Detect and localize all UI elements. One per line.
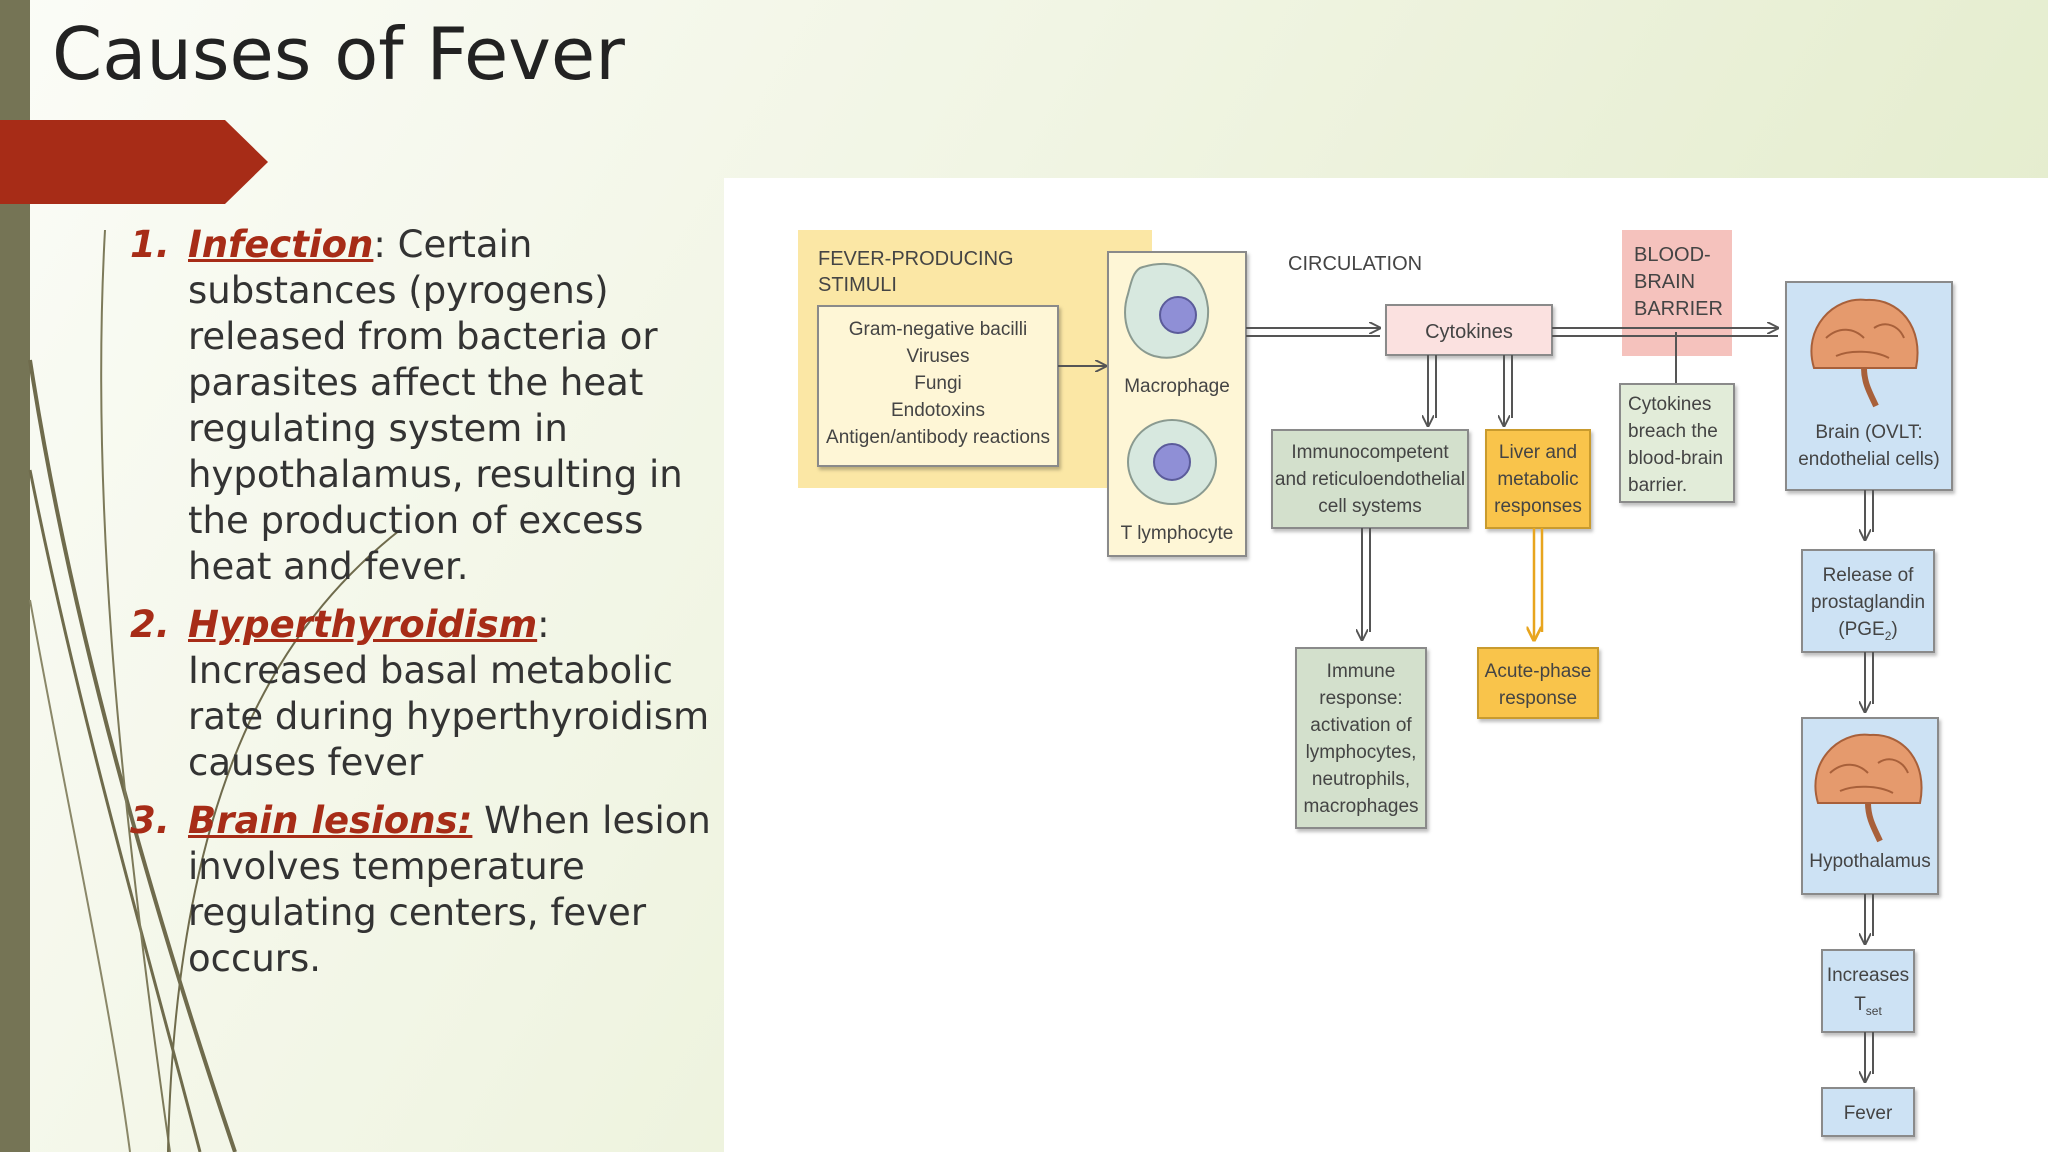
stimulus-item: Viruses bbox=[906, 346, 969, 367]
stimulus-item: Gram-negative bacilli bbox=[849, 319, 1027, 340]
circulation-label: CIRCULATION bbox=[1288, 253, 1422, 275]
cytokines-box bbox=[1385, 304, 1553, 356]
pge-line: Release of bbox=[1823, 565, 1915, 586]
liver-line: metabolic bbox=[1497, 469, 1578, 490]
item-text: Certain substances (pyrogens) released f… bbox=[188, 223, 683, 588]
cause-item-infection: 1. Infection: Certain substances (pyrogen… bbox=[130, 222, 720, 590]
fever-box bbox=[1821, 1087, 1915, 1137]
macrophage-nucleus-icon bbox=[1159, 296, 1197, 334]
breach-line: breach the bbox=[1628, 421, 1718, 442]
stimuli-title-line2: STIMULI bbox=[818, 274, 897, 296]
increases-tset-box bbox=[1821, 949, 1915, 1033]
acute-phase-box bbox=[1477, 647, 1599, 719]
increases-label: Increases bbox=[1827, 965, 1909, 986]
breach-line: barrier. bbox=[1628, 475, 1687, 496]
bbb-label-line1: BLOOD- bbox=[1634, 244, 1711, 266]
item-number: 1. bbox=[130, 223, 170, 266]
item-separator: : bbox=[537, 603, 550, 646]
acute-phase-line: Acute-phase bbox=[1485, 661, 1592, 682]
immunocompetent-line: cell systems bbox=[1318, 496, 1421, 517]
immunocompetent-line: and reticuloendothelial bbox=[1275, 469, 1465, 490]
stimulus-item: Endotoxins bbox=[891, 400, 985, 421]
tset-label: Tset bbox=[1854, 994, 1882, 1018]
immune-response-line: neutrophils, bbox=[1312, 769, 1410, 790]
cytokines-label: Cytokines bbox=[1425, 321, 1513, 343]
item-term: Infection bbox=[188, 223, 374, 266]
t-lymphocyte-nucleus-icon bbox=[1153, 443, 1191, 481]
prostaglandin-box bbox=[1801, 549, 1935, 653]
fever-pathway-panel: FEVER-PRODUCING STIMULI Gram-negative ba… bbox=[724, 178, 2048, 1152]
liver-line: Liver and bbox=[1499, 442, 1577, 463]
t-lymphocyte-label: T lymphocyte bbox=[1121, 523, 1234, 544]
item-separator: : bbox=[373, 223, 386, 266]
pge-line: prostaglandin bbox=[1811, 592, 1925, 613]
item-number: 2. bbox=[130, 603, 170, 646]
stimulus-item: Fungi bbox=[914, 373, 962, 394]
item-term: Hyperthyroidism bbox=[188, 603, 538, 646]
cytokines-breach-box bbox=[1619, 383, 1735, 503]
pge-line: (PGE2) bbox=[1838, 619, 1897, 643]
immune-response-line: lymphocytes, bbox=[1306, 742, 1417, 763]
cause-item-hyperthyroidism: 2. Hyperthyroidism: Increased basal metab… bbox=[130, 602, 720, 786]
stimuli-list-box bbox=[817, 305, 1059, 467]
cause-item-brain-lesions: 3. Brain lesions: When lesion involves te… bbox=[130, 798, 720, 982]
immune-response-line: Immune bbox=[1327, 661, 1396, 682]
item-number: 3. bbox=[130, 799, 170, 842]
immune-response-line: macrophages bbox=[1303, 796, 1418, 817]
slide-title: Causes of Fever bbox=[52, 12, 625, 96]
fever-label: Fever bbox=[1844, 1103, 1893, 1124]
immune-response-line: activation of bbox=[1310, 715, 1412, 736]
liver-metabolic-box bbox=[1485, 429, 1591, 529]
breach-line: Cytokines bbox=[1628, 394, 1711, 415]
liver-line: responses bbox=[1494, 496, 1582, 517]
item-text: When lesion involves temperature regulat… bbox=[188, 799, 711, 980]
brain-label-line1: Brain (OVLT: bbox=[1815, 422, 1922, 443]
bbb-label-line2: BRAIN bbox=[1634, 271, 1695, 293]
causes-list: 1. Infection: Certain substances (pyrogen… bbox=[130, 222, 720, 994]
immunocompetent-line: Immunocompetent bbox=[1291, 442, 1449, 463]
breach-line: blood-brain bbox=[1628, 448, 1723, 469]
brain-icon bbox=[1810, 298, 1919, 408]
item-text: Increased basal metabolic rate during hy… bbox=[188, 649, 710, 784]
acute-phase-line: response bbox=[1499, 688, 1577, 709]
stimuli-title-line1: FEVER-PRODUCING bbox=[818, 248, 1014, 270]
immune-response-line: response: bbox=[1319, 688, 1402, 709]
hypothalamus-label: Hypothalamus bbox=[1809, 851, 1930, 872]
red-arrow-banner bbox=[0, 120, 268, 204]
brain-label-line2: endothelial cells) bbox=[1798, 449, 1940, 470]
bbb-label-line3: BARRIER bbox=[1634, 298, 1723, 320]
item-term: Brain lesions: bbox=[188, 799, 473, 842]
fever-pathway-diagram: FEVER-PRODUCING STIMULI Gram-negative ba… bbox=[798, 230, 1953, 1137]
macrophage-label: Macrophage bbox=[1124, 376, 1230, 397]
immune-response-box bbox=[1295, 647, 1427, 829]
hypothalamus-brain-icon bbox=[1814, 733, 1923, 843]
immunocompetent-box bbox=[1271, 429, 1469, 529]
stimulus-item: Antigen/antibody reactions bbox=[826, 427, 1050, 448]
